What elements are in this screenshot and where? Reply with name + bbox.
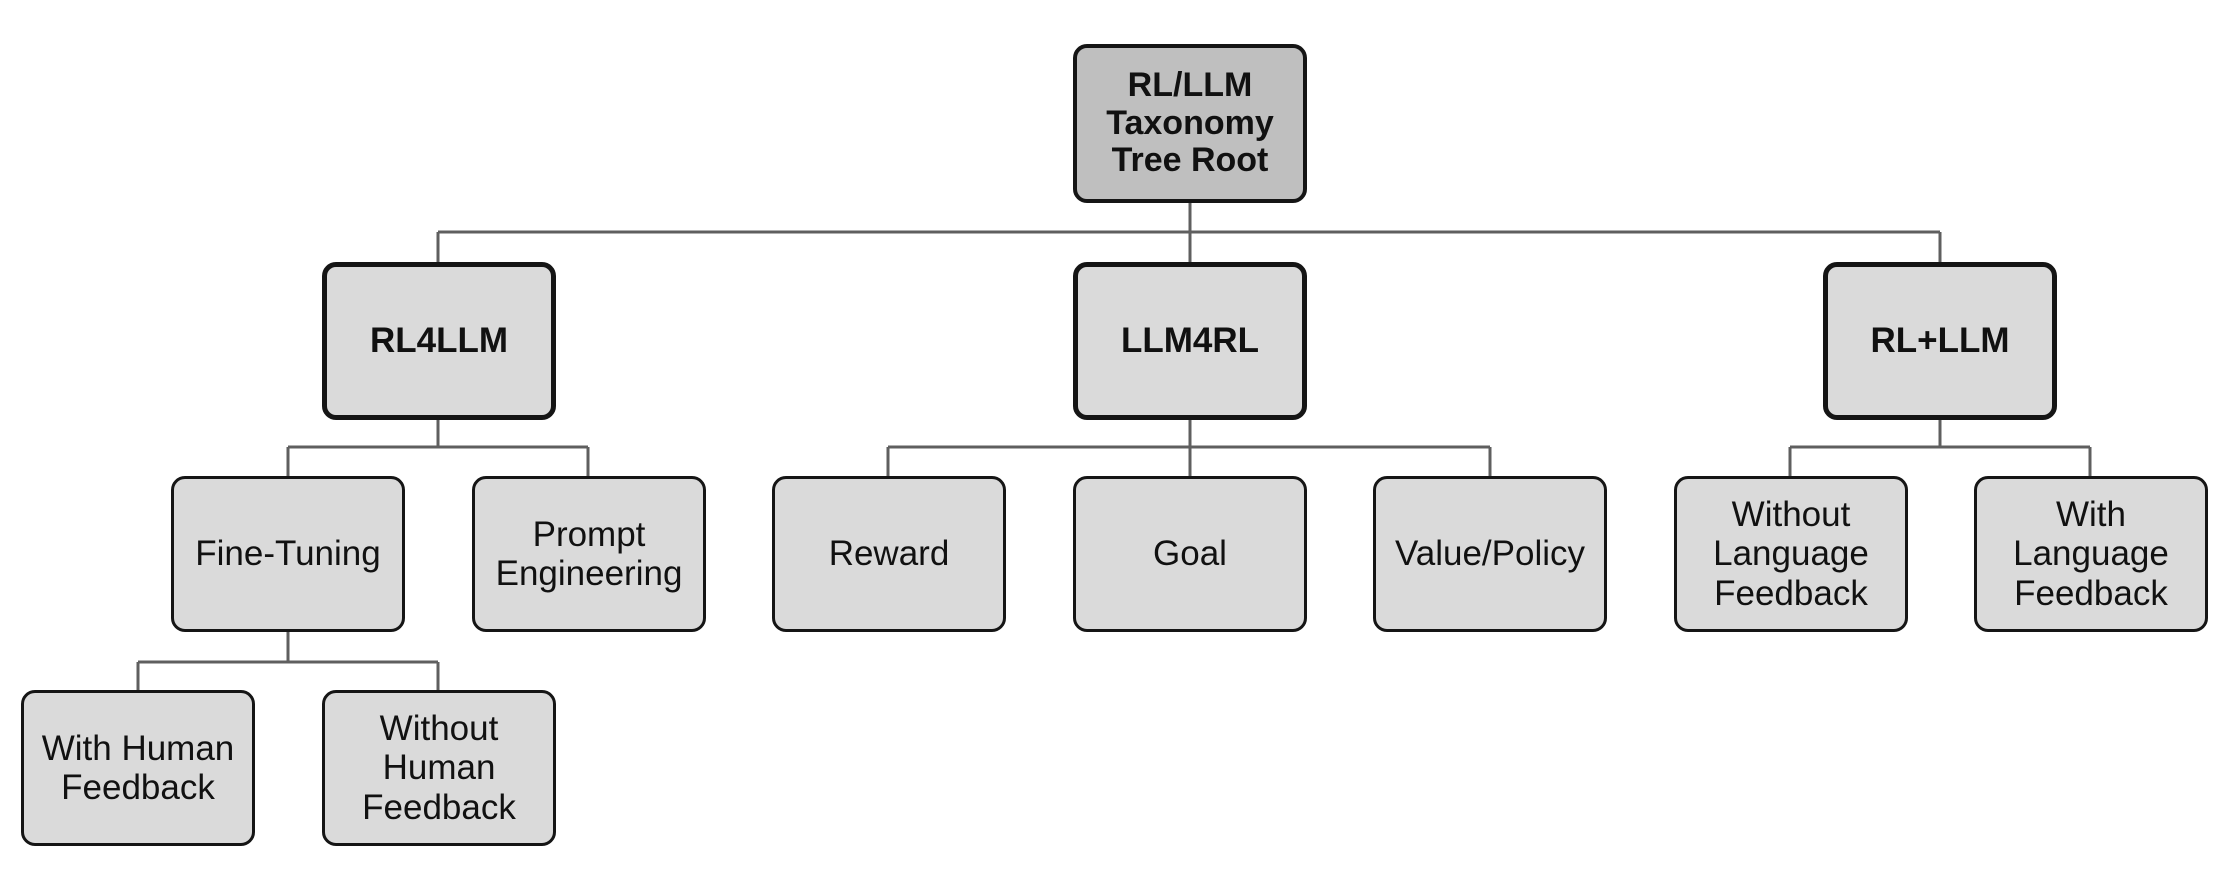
root-node-label: RL/LLM Taxonomy Tree Root (1106, 66, 1274, 180)
connector-finetuning-children (136, 632, 440, 690)
llm4rl-node: LLM4RL (1073, 262, 1307, 420)
rl4llm-node-label: RL4LLM (369, 321, 509, 361)
without-language-feedback-node: Without Language Feedback (1674, 476, 1908, 632)
prompt-engineering-node-label: Prompt Engineering (495, 514, 683, 593)
goal-node: Goal (1073, 476, 1307, 632)
value-policy-node-label: Value/Policy (1394, 534, 1585, 574)
connector-rlplusllm-children (1788, 420, 2092, 476)
reward-node-label: Reward (828, 534, 950, 574)
reward-node: Reward (772, 476, 1006, 632)
without-human-feedback-node-label: Without Human Feedback (362, 709, 516, 827)
root-node: RL/LLM Taxonomy Tree Root (1073, 44, 1307, 203)
value-policy-node: Value/Policy (1373, 476, 1607, 632)
connector-root-to-level1 (436, 203, 1942, 262)
fine-tuning-node-label: Fine-Tuning (195, 534, 381, 574)
llm4rl-node-label: LLM4RL (1120, 321, 1260, 361)
without-language-feedback-node-label: Without Language Feedback (1713, 495, 1869, 613)
with-human-feedback-node: With Human Feedback (21, 690, 255, 846)
with-human-feedback-node-label: With Human Feedback (41, 728, 235, 807)
connector-llm4rl-children (886, 420, 1492, 476)
with-language-feedback-node: With Language Feedback (1974, 476, 2208, 632)
with-language-feedback-node-label: With Language Feedback (2013, 495, 2169, 613)
rl4llm-node: RL4LLM (322, 262, 556, 420)
fine-tuning-node: Fine-Tuning (171, 476, 405, 632)
rl-plus-llm-node: RL+LLM (1823, 262, 2057, 420)
prompt-engineering-node: Prompt Engineering (472, 476, 706, 632)
connector-rl4llm-children (286, 420, 590, 476)
goal-node-label: Goal (1153, 534, 1227, 574)
rl-plus-llm-node-label: RL+LLM (1870, 321, 2010, 361)
without-human-feedback-node: Without Human Feedback (322, 690, 556, 846)
